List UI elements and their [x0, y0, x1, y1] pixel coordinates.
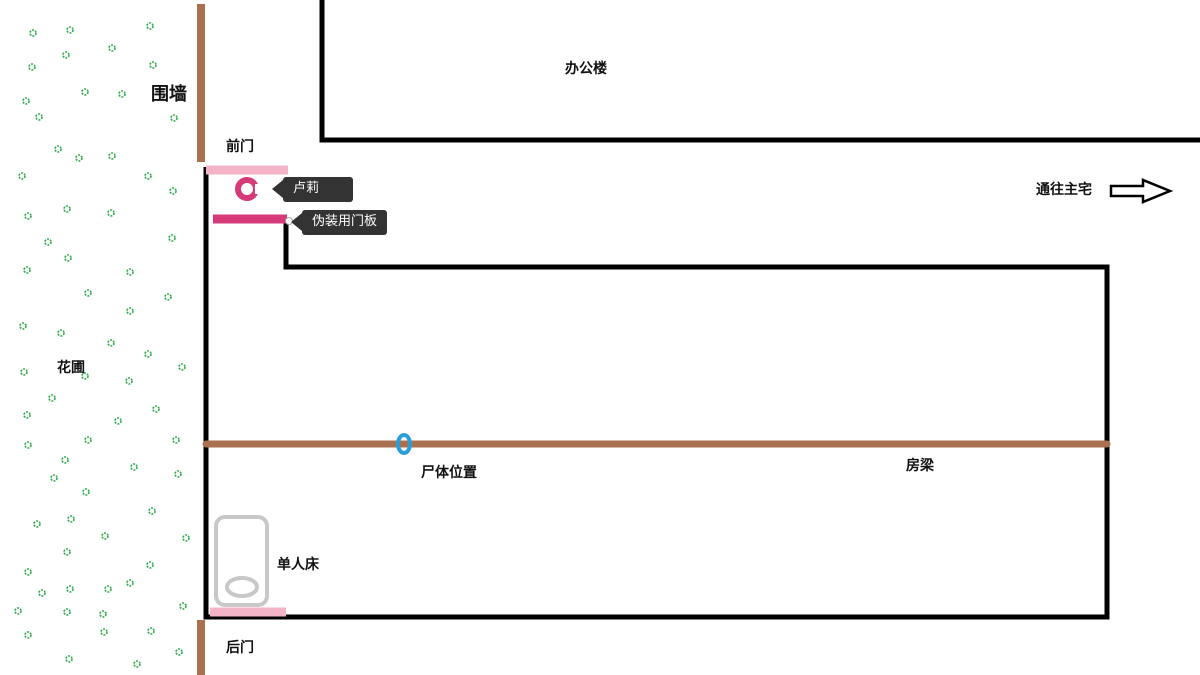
- shrub-dot-icon: [14, 607, 22, 615]
- garden-label: 花圃: [57, 360, 85, 376]
- shrub-dot-icon: [48, 394, 56, 402]
- shrub-dot-icon: [168, 234, 176, 242]
- shrub-dot-icon: [18, 172, 26, 180]
- back-door-label: 后门: [226, 640, 254, 656]
- shrub-dot-icon: [107, 339, 115, 347]
- shrub-dot-icon: [172, 436, 180, 444]
- shrub-dot-icon: [182, 534, 190, 542]
- shrub-dot-icon: [179, 602, 187, 610]
- shrub-dot-icon: [57, 329, 65, 337]
- shrub-dot-icon: [118, 90, 126, 98]
- shrub-dot-icon: [54, 145, 62, 153]
- shrub-dot-icon: [107, 209, 115, 217]
- shrub-dot-icon: [75, 154, 83, 162]
- shrub-dot-icon: [146, 22, 154, 30]
- shrub-dot-icon: [66, 585, 74, 593]
- right-arrow-icon: [1109, 178, 1174, 204]
- shrub-dot-icon: [114, 417, 122, 425]
- shrub-dot-icon: [38, 589, 46, 597]
- shrub-dot-icon: [99, 610, 107, 618]
- disguise-door-panel-callout: 伪装用门板: [302, 210, 388, 235]
- shrub-dot-icon: [84, 289, 92, 297]
- lu-li-callout: 卢莉: [283, 177, 353, 202]
- shrub-dot-icon: [35, 113, 43, 121]
- shrub-dot-icon: [19, 322, 27, 330]
- shrub-dot-icon: [81, 372, 89, 380]
- shrub-dot-icon: [100, 628, 108, 636]
- shrub-dot-icon: [24, 441, 32, 449]
- shrub-dot-icon: [126, 579, 134, 587]
- body-position-label: 尸体位置: [421, 465, 477, 481]
- shrub-dot-icon: [63, 205, 71, 213]
- shrub-dot-icon: [108, 44, 116, 52]
- shrub-dot-icon: [65, 655, 73, 663]
- shrub-dot-icon: [148, 507, 156, 515]
- shrub-dot-icon: [82, 488, 90, 496]
- single-bed: [214, 515, 269, 607]
- shrub-dot-icon: [64, 254, 72, 262]
- shrub-dot-icon: [67, 515, 75, 523]
- shrub-dot-icon: [24, 212, 32, 220]
- shrub-dot-icon: [24, 631, 32, 639]
- office-building-label: 办公楼: [565, 61, 607, 77]
- shrub-dot-icon: [101, 532, 109, 540]
- front-door-label: 前门: [226, 139, 254, 155]
- shrub-dot-icon: [63, 548, 71, 556]
- shrub-dot-icon: [63, 608, 71, 616]
- shrub-dot-icon: [24, 568, 32, 576]
- shrub-dot-icon: [144, 172, 152, 180]
- shrub-dot-icon: [146, 561, 154, 569]
- shrub-dot-icon: [66, 26, 74, 34]
- shrub-dot-icon: [133, 660, 141, 668]
- shrub-dot-icon: [175, 648, 183, 656]
- shrub-dot-icon: [84, 436, 92, 444]
- to-main-house-label: 通往主宅: [1036, 182, 1092, 198]
- shrub-dot-icon: [152, 405, 160, 413]
- shrub-dot-icon: [23, 266, 31, 274]
- shrub-dot-icon: [50, 474, 58, 482]
- body-marker-icon: [396, 433, 412, 455]
- office-building-outline: [319, 0, 1200, 143]
- shrub-dot-icon: [22, 97, 30, 105]
- shrub-dot-icon: [144, 350, 152, 358]
- shrub-dot-icon: [23, 411, 31, 419]
- ring-marker-icon: [235, 177, 263, 201]
- shrub-dot-icon: [170, 114, 178, 122]
- shrub-dot-icon: [104, 585, 112, 593]
- shrub-dot-icon: [147, 627, 155, 635]
- shrub-dot-icon: [81, 88, 89, 96]
- shrub-dot-icon: [62, 51, 70, 59]
- shrub-dot-icon: [164, 293, 172, 301]
- shrub-dot-icon: [174, 470, 182, 478]
- shrub-dot-icon: [33, 520, 41, 528]
- fence-wall-label: 围墙: [151, 84, 187, 105]
- shrub-dot-icon: [169, 187, 177, 195]
- shrub-dot-icon: [178, 363, 186, 371]
- garden-plants: [14, 22, 190, 668]
- shrub-dot-icon: [29, 29, 37, 37]
- shrub-dot-icon: [130, 463, 138, 471]
- shrub-dot-icon: [28, 63, 36, 71]
- shrub-dot-icon: [126, 268, 134, 276]
- beam-label: 房梁: [906, 458, 934, 474]
- shrub-dot-icon: [126, 307, 134, 315]
- shrub-dot-icon: [20, 368, 28, 376]
- shrub-dot-icon: [149, 61, 157, 69]
- shrub-dot-icon: [44, 238, 52, 246]
- shrub-dot-icon: [108, 152, 116, 160]
- shrub-dot-icon: [61, 456, 69, 464]
- shrub-dot-icon: [125, 377, 133, 385]
- single-bed-label: 单人床: [277, 557, 319, 573]
